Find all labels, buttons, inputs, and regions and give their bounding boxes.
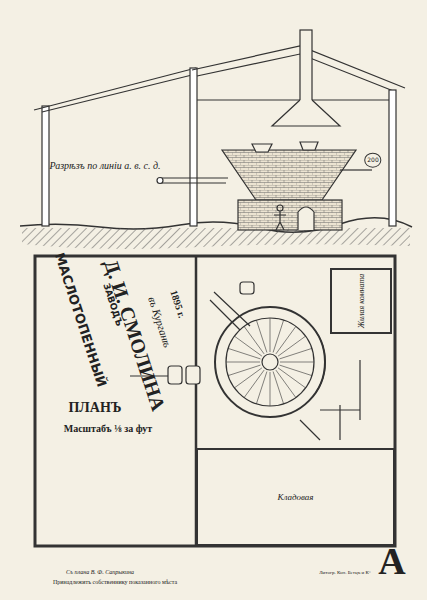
room-box: Жилая комната [330, 268, 392, 334]
plan-heading: ПЛАНЪ [68, 400, 121, 415]
printer-note: Литогр. Кон. Бетцъ и К° [319, 570, 371, 576]
title-line: 1895 г. [168, 289, 187, 319]
section-view [20, 30, 412, 249]
source-note: Съ плана В. Ф. Сапрыкина [66, 569, 134, 576]
plan-view [35, 256, 395, 546]
circle-number: 200 [364, 153, 381, 168]
title-line: МАСЛОТОПЕННЫЙ [52, 251, 109, 389]
room-name: Жилая комната [357, 274, 366, 329]
scale-note: Масштабъ ⅛ за фут [64, 423, 153, 434]
title-line: въ Курганѣ [146, 295, 174, 349]
owner-note: Принадлежитъ собственнику показанного мѣ… [53, 579, 177, 586]
watermark: A [378, 541, 405, 583]
room-box: Кладовая [196, 448, 395, 546]
section-caption: Разрѣзъ по линiи а. в. с. д. [49, 160, 160, 171]
room-name: Кладовая [277, 492, 313, 502]
